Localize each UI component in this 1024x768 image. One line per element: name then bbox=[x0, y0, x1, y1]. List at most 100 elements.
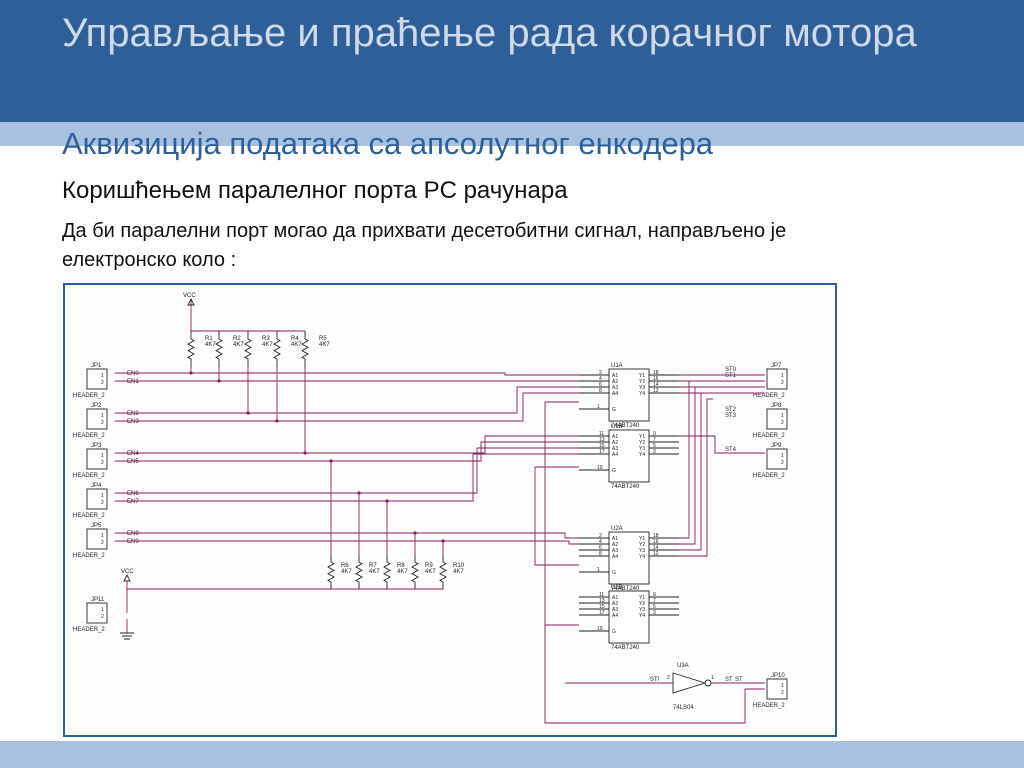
data-wire bbox=[115, 392, 579, 422]
inverter-pin: 2 bbox=[667, 675, 670, 681]
resistor-R8 bbox=[383, 555, 391, 589]
inverter-part: 74LS04 bbox=[673, 705, 694, 711]
ic-pin-num: 5 bbox=[653, 443, 656, 449]
ic-pin-num: 12 bbox=[653, 388, 659, 394]
ic-pin-name: A3 bbox=[612, 446, 618, 452]
header-connector bbox=[766, 408, 788, 430]
slide-title: Управљање и праћење рада корачног мотора bbox=[62, 11, 917, 55]
header-pin: 1 bbox=[781, 683, 784, 689]
ic-pin-name: Y4 bbox=[639, 613, 645, 619]
resistor-R5 bbox=[301, 331, 309, 367]
resistor-R10 bbox=[439, 555, 447, 589]
ic-pin-name: A4 bbox=[612, 391, 618, 397]
resistor-value: 4K7 bbox=[262, 342, 273, 348]
ic-pin-name: A2 bbox=[612, 379, 618, 385]
ic-pin-num: 9 bbox=[653, 592, 656, 598]
header-pin: 2 bbox=[781, 420, 784, 426]
ic-pin-name: A3 bbox=[612, 548, 618, 554]
resistor-ref: R10 bbox=[453, 563, 465, 569]
ground-icon bbox=[120, 632, 134, 640]
junction-dot bbox=[303, 451, 307, 455]
net-label: EN2 bbox=[127, 411, 139, 417]
header-type: HEADER_2 bbox=[73, 627, 105, 633]
header-ref: JP5 bbox=[91, 523, 102, 529]
ic-pin-name: Y3 bbox=[639, 446, 645, 452]
ic-pin-num: 16 bbox=[653, 376, 659, 382]
resistor-value: 4K7 bbox=[453, 569, 464, 575]
resistor-R4 bbox=[273, 331, 281, 367]
footer-band bbox=[0, 741, 1024, 768]
ic-pin-name: Y2 bbox=[639, 440, 645, 446]
ic-pin-num: 15 bbox=[599, 443, 605, 449]
resistor-R3 bbox=[244, 331, 252, 367]
resistor-ref: R4 bbox=[291, 336, 299, 342]
ic-pin-num: 16 bbox=[653, 539, 659, 545]
net-label: EN0 bbox=[127, 371, 139, 377]
net-label: EN9 bbox=[127, 539, 139, 545]
header-pin: 1 bbox=[101, 607, 104, 613]
resistor-value: 4K7 bbox=[425, 569, 436, 575]
header-pin: 1 bbox=[781, 413, 784, 419]
output-wire bbox=[679, 392, 707, 551]
ic-pin-name: G bbox=[612, 570, 616, 576]
ic-pin-name: Y1 bbox=[639, 595, 645, 601]
resistor-R9 bbox=[411, 555, 419, 589]
resistor-value: 4K7 bbox=[291, 342, 302, 348]
ic-pin-name: Y1 bbox=[639, 434, 645, 440]
ic-pin-name: Y2 bbox=[639, 542, 645, 548]
header-pin: 1 bbox=[101, 533, 104, 539]
ic-pin-num: 11 bbox=[599, 431, 604, 437]
resistor-value: 4K7 bbox=[341, 569, 352, 575]
junction-dot bbox=[189, 371, 193, 375]
ic-pin-name: Y4 bbox=[639, 554, 645, 560]
net-label: ST0 bbox=[725, 367, 737, 373]
resistor-R1 bbox=[187, 331, 195, 367]
resistor-R6 bbox=[327, 555, 335, 589]
net-label: EN1 bbox=[127, 379, 139, 385]
ic-pin-num: 6 bbox=[599, 545, 602, 551]
header-type: HEADER_2 bbox=[73, 513, 105, 519]
ic-pin-name: Y2 bbox=[639, 601, 645, 607]
data-wire bbox=[115, 447, 579, 494]
resistor-R2 bbox=[215, 331, 223, 367]
ic-pin-name: G bbox=[612, 407, 616, 413]
ic-pin-num: 14 bbox=[653, 545, 659, 551]
vcc-arrow-icon bbox=[187, 297, 195, 306]
ic-pin-num: 7 bbox=[653, 437, 656, 443]
resistor-value: 4K7 bbox=[369, 569, 380, 575]
ic-pin-num: 18 bbox=[653, 533, 659, 539]
title-band bbox=[0, 0, 1024, 122]
ic-ref: U1B bbox=[611, 424, 623, 430]
ic-pin-num: 19 bbox=[597, 465, 603, 471]
output-wire bbox=[679, 380, 695, 539]
header-pin: 2 bbox=[781, 380, 784, 386]
header-pin: 2 bbox=[101, 614, 104, 620]
ic-pin-name: Y2 bbox=[639, 379, 645, 385]
junction-dot bbox=[357, 491, 361, 495]
ic-pin-name: A1 bbox=[612, 595, 618, 601]
header-type: HEADER_2 bbox=[753, 393, 785, 399]
resistor-value: 4K7 bbox=[233, 342, 244, 348]
ic-pin-num: 1 bbox=[597, 404, 600, 410]
header-pin: 2 bbox=[101, 540, 104, 546]
ic-ref: U1A bbox=[611, 363, 623, 369]
net-label: EN7 bbox=[127, 499, 139, 505]
ic-part: 74ABT240 bbox=[611, 645, 640, 651]
ic-pin-num: 8 bbox=[599, 388, 602, 394]
ic-pin-num: 2 bbox=[599, 370, 602, 376]
ic-part: 74ABT240 bbox=[611, 423, 640, 429]
ic-pin-num: 3 bbox=[653, 449, 656, 455]
schematic-canvas: VCCR14K7R24K7R34K7R44K7R54K7JP1HEADER_21… bbox=[65, 285, 835, 735]
resistor-value: 4K7 bbox=[397, 569, 408, 575]
ic-pin-name: Y3 bbox=[639, 607, 645, 613]
ic-pin-name: A4 bbox=[612, 613, 618, 619]
enable-wire bbox=[534, 467, 579, 566]
header-ref: JP10 bbox=[771, 673, 785, 679]
header-connector bbox=[86, 602, 108, 624]
resistor-ref: R3 bbox=[262, 336, 270, 342]
ic-pin-name: A4 bbox=[612, 452, 618, 458]
ic-pin-name: A1 bbox=[612, 434, 618, 440]
header-type: HEADER_2 bbox=[73, 553, 105, 559]
ic-pin-num: 4 bbox=[599, 539, 602, 545]
